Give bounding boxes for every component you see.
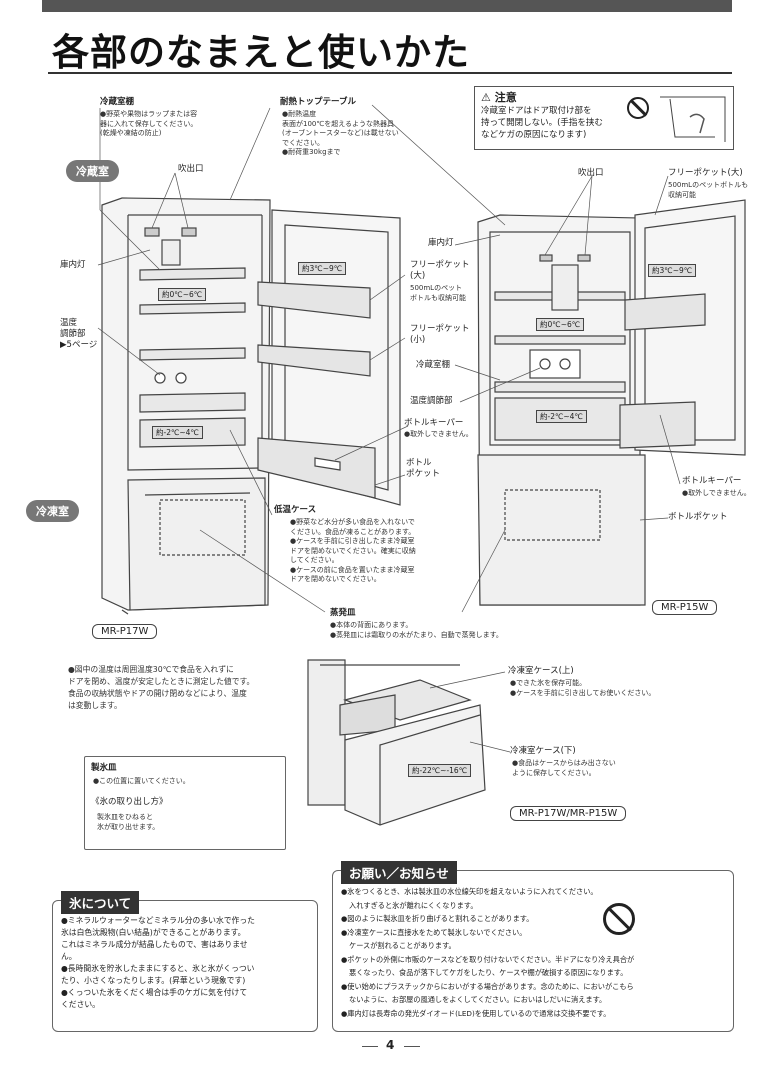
page-number-line-left xyxy=(362,1046,378,1047)
ice-info-box: 氷について ●ミネラルウォーターなどミネラル分の多い水で作った 氷は白色沈殿物(… xyxy=(52,891,318,1032)
reitoushitsu-pill: 冷凍室 xyxy=(26,500,79,522)
label-fukidashi-left: 吹出口 xyxy=(178,164,204,174)
caution-text: 冷蔵室ドアはドア取付け部を 持って開閉しない。(手指を挟む などケガの原因になり… xyxy=(481,106,603,140)
note-tana: ●野菜や果物はラップまたは容 器に入れて保存してください。 (乾燥や凍結の防止) xyxy=(100,110,198,137)
ice-info-heading: 氷について xyxy=(61,891,140,914)
label-reitou-case-top: 冷凍室ケース(上) xyxy=(508,666,574,676)
label-seihyozara: 製氷皿 xyxy=(91,763,117,773)
note-seihyozara: ●この位置に置いてください。 xyxy=(93,777,190,785)
note-koori-dashi: 製氷皿をひねると 氷が取り出せます。 xyxy=(97,813,160,831)
model-right: MR-P15W xyxy=(652,600,718,615)
label-bottle-keeper-right: ボトルキーパー xyxy=(682,476,742,486)
note-reitou-case-bottom: ●食品はケースからはみ出さない ように保存してください。 xyxy=(512,759,616,777)
note-johatsuzara: ●本体の背面にあります。 ●蒸発皿には霜取りの水がたまり、自動で蒸発します。 xyxy=(330,621,503,639)
notice-heading: お願い／お知らせ xyxy=(341,861,457,884)
note-teion-case: ●野菜など水分が多い食品を入れないで ください。食品が凍ることがあります。 ●ケ… xyxy=(290,518,416,583)
title-underline xyxy=(48,72,732,74)
top-bar xyxy=(42,0,732,12)
label-ondo-mid: 温度調節部 xyxy=(410,396,453,406)
warning-triangle-icon: ⚠ xyxy=(481,91,491,104)
temp-door-left: 約3℃~9℃ xyxy=(298,262,347,275)
note-free-pocket-big-right: 500mLのペットボトルも 収納可能 xyxy=(668,181,749,199)
label-reizoshitsu-tana-mid: 冷蔵室棚 xyxy=(416,360,451,370)
label-johatsuzara: 蒸発皿 xyxy=(330,608,356,618)
notice-box: お願い／お知らせ ●氷をつくるとき、水は製氷皿の水位線矢印を超えないように入れて… xyxy=(332,861,734,1032)
page-number-line-right xyxy=(404,1046,420,1047)
seihyozara-box: 製氷皿 ●この位置に置いてください。 《氷の取り出し方》 製氷皿をひねると 氷が… xyxy=(84,756,286,850)
label-top-table: 耐熱トップテーブル xyxy=(280,97,356,107)
label-bottle-pocket-mid: ボトル ポケット xyxy=(406,458,441,479)
caution-box: ⚠ 注意 冷蔵室ドアはドア取付け部を 持って開閉しない。(手指を挟む などケガの… xyxy=(474,86,734,150)
note-reitou-case-top: ●できた氷を保存可能。 ●ケースを手前に引き出してお使いください。 xyxy=(510,679,656,697)
caution-heading: 注意 xyxy=(494,91,517,104)
page-title: 各部のなまえと使いかた xyxy=(52,31,470,74)
ice-info-text: ●ミネラルウォーターなどミネラル分の多い水で作った 氷は白色沈殿物(白い結晶)が… xyxy=(61,916,255,1009)
prohibited-icon xyxy=(627,97,649,119)
label-reitou-case-bottom: 冷凍室ケース(下) xyxy=(510,746,576,756)
label-reizoshitsu-tana: 冷蔵室棚 xyxy=(100,97,135,107)
label-free-pocket-big: フリーポケット (大) xyxy=(410,260,470,281)
label-ondo-left: 温度 調節部 ▶5ページ xyxy=(60,318,98,350)
note-bottle-keeper-mid: ●取外しできません。 xyxy=(404,430,473,438)
note-top-table: ●耐熱温度 表面が100℃を超えるような熱器具 (オーブントースターなど)は載せ… xyxy=(282,110,399,156)
label-bottle-pocket-right: ボトルポケット xyxy=(668,512,728,522)
label-free-pocket-small: フリーポケット (小) xyxy=(410,324,470,345)
temp-low-left: 約-2℃~4℃ xyxy=(152,426,203,439)
temp-shelf-right: 約0℃~6℃ xyxy=(536,318,585,331)
label-fukidashi-right: 吹出口 xyxy=(578,168,604,178)
label-koori-dashi: 《氷の取り出し方》 xyxy=(91,797,168,807)
label-konaito-left: 庫内灯 xyxy=(60,260,86,270)
temp-note: ●図中の温度は周囲温度30℃で食品を入れずに ドアを閉め、温度が安定したときに測… xyxy=(68,665,255,710)
notice-text: ●氷をつくるとき、水は製氷皿の水位線矢印を超えないように入れてください。 入れす… xyxy=(341,887,635,1018)
note-free-pocket-big: 500mLのペット ボトルも収納可能 xyxy=(410,284,466,302)
model-freezer: MR-P17W/MR-P15W xyxy=(510,806,627,821)
label-free-pocket-big-right: フリーポケット(大) xyxy=(668,168,743,178)
temp-freezer: 約-22℃~-16℃ xyxy=(408,764,472,777)
label-teion-case: 低温ケース xyxy=(274,505,317,515)
page-number: 4 xyxy=(386,1038,395,1052)
reizoshitsu-pill: 冷蔵室 xyxy=(66,160,119,182)
note-bottle-keeper-right: ●取外しできません。 xyxy=(682,489,751,497)
door-hinge-illustration xyxy=(660,96,726,142)
label-bottle-keeper-mid: ボトルキーパー xyxy=(404,418,464,428)
label-konaito-mid: 庫内灯 xyxy=(428,238,454,248)
temp-shelf-left: 約0℃~6℃ xyxy=(158,288,207,301)
prohibited-icon xyxy=(603,903,635,935)
temp-door-right: 約3℃~9℃ xyxy=(648,264,697,277)
model-left: MR-P17W xyxy=(92,624,158,639)
temp-low-right: 約-2℃~4℃ xyxy=(536,410,587,423)
